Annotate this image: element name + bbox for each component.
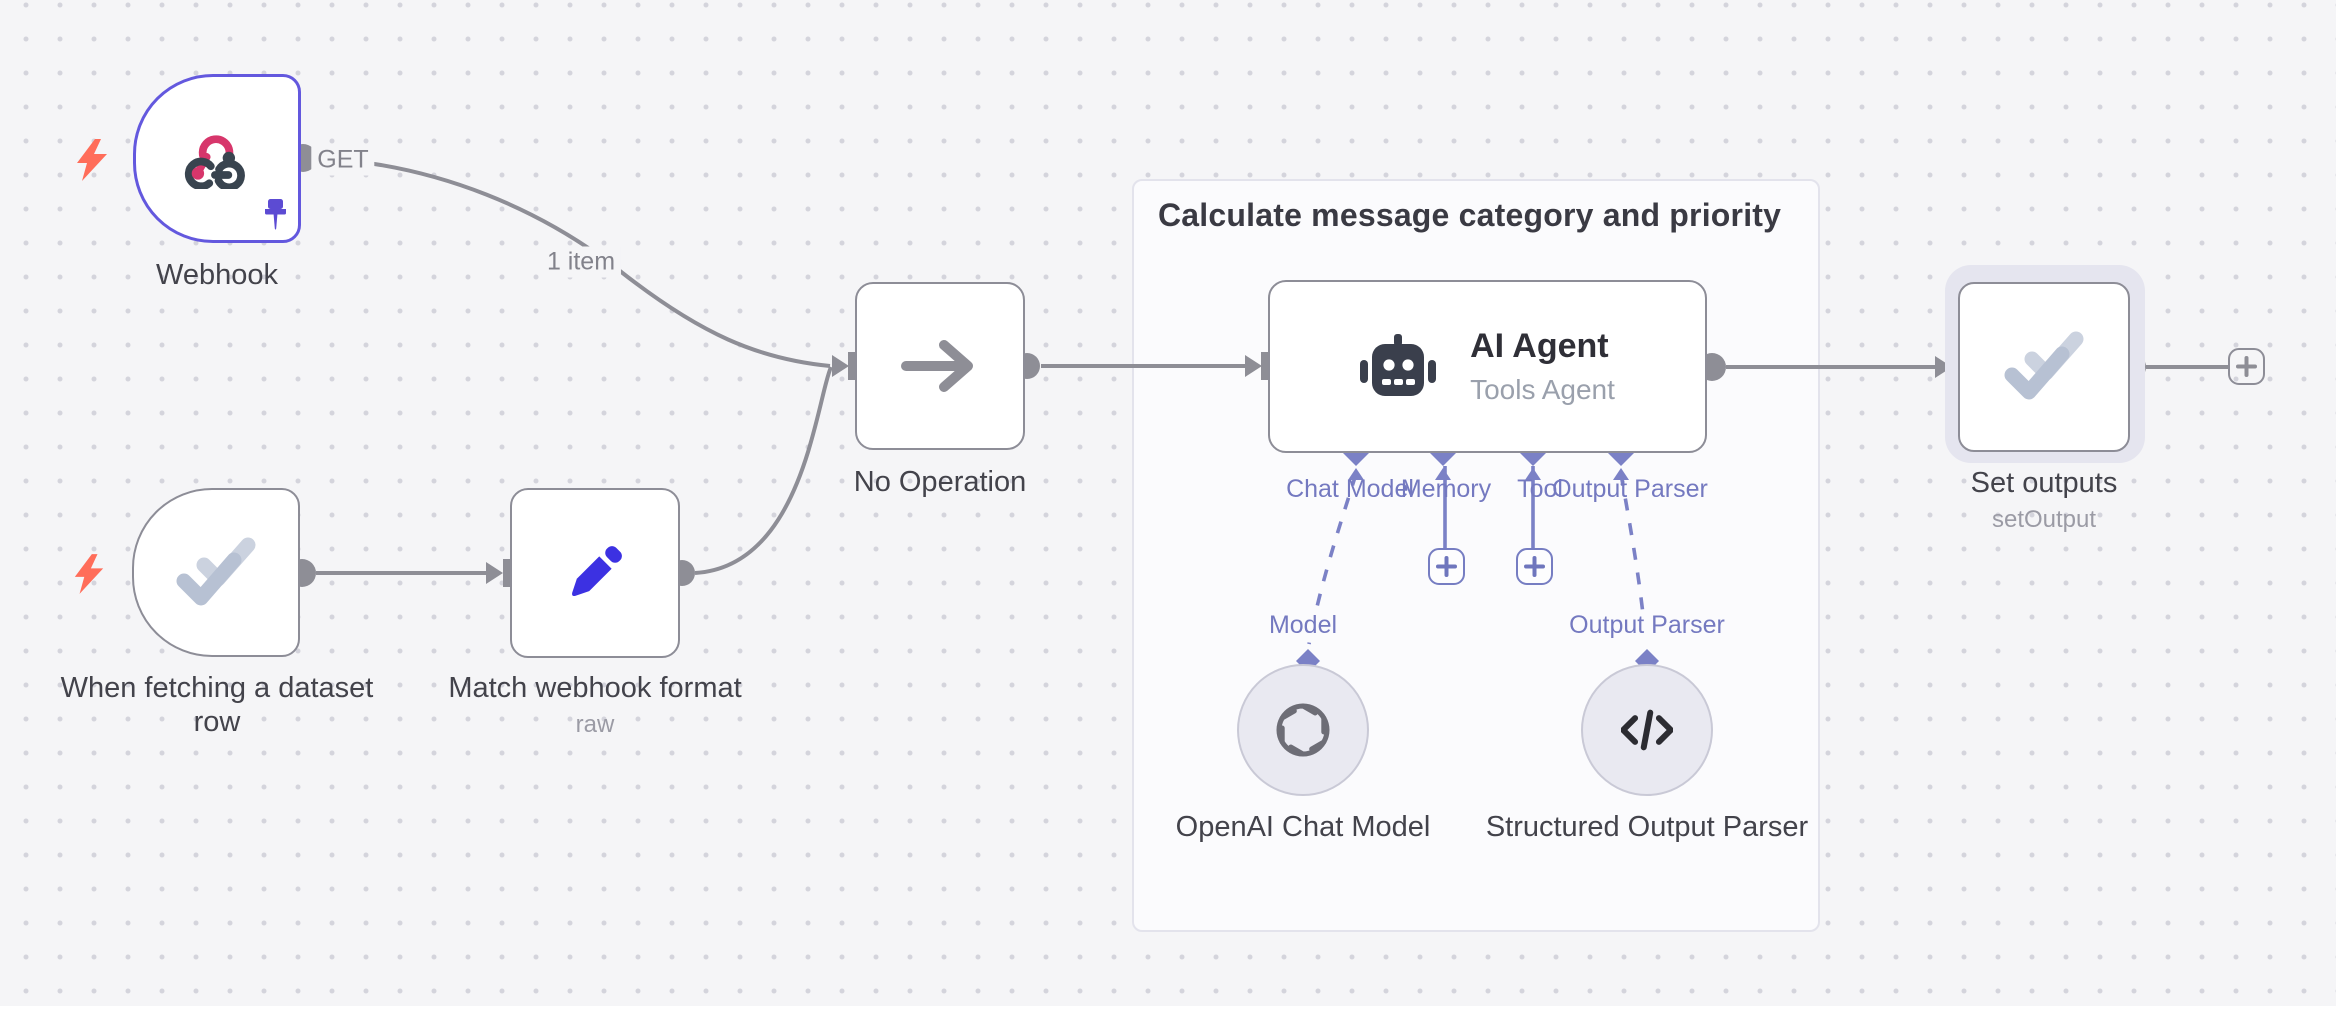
node-openai-model[interactable]: [1237, 664, 1369, 796]
group-title: Calculate message category and priority: [1158, 197, 1782, 233]
add-tool-button[interactable]: [1516, 548, 1553, 585]
double-check-icon: [2004, 331, 2084, 400]
node-label-dataset-trigger: When fetching a dataset row: [60, 672, 374, 739]
node-label-output-parser: Structured Output Parser: [1485, 811, 1809, 843]
wire-label-output-parser: Output Parser: [1565, 611, 1729, 640]
plus-icon: [2236, 356, 2257, 377]
node-match-format[interactable]: [510, 488, 680, 658]
trigger-bolt-icon: [77, 139, 107, 181]
port-label-memory: Memory: [1400, 475, 1492, 503]
webhook-icon: [184, 134, 245, 189]
webhook-method-label: GET: [311, 144, 375, 176]
trigger-bolt-icon: [74, 554, 104, 594]
add-memory-button[interactable]: [1428, 548, 1465, 585]
pencil-icon: [572, 546, 622, 596]
node-output-parser[interactable]: [1581, 664, 1713, 796]
items-count-label: 1 item: [540, 246, 622, 278]
canvas-bottom-edge: [0, 1006, 2336, 1012]
add-node-button[interactable]: [2228, 348, 2265, 385]
double-check-icon: [176, 537, 256, 605]
robot-icon: [1360, 333, 1437, 396]
wire-label-model: Model: [1264, 611, 1342, 640]
node-webhook[interactable]: [133, 74, 301, 243]
match-format-title: Match webhook format: [448, 672, 742, 704]
node-label-match-format: Match webhook format raw: [405, 671, 785, 740]
pin-icon: [265, 199, 286, 230]
node-dataset-trigger[interactable]: [132, 488, 300, 657]
node-label-webhook: Webhook: [156, 259, 278, 291]
input-arrow-noop: [832, 355, 849, 377]
port-label-output-parser: Output Parser: [1552, 475, 1708, 503]
node-label-openai-model: OpenAI Chat Model: [1175, 811, 1431, 843]
port-label-chat-model: Chat Model: [1286, 475, 1414, 503]
ai-agent-subtitle: Tools Agent: [1470, 374, 1615, 405]
set-outputs-subtitle: setOutput: [1991, 506, 2097, 534]
openai-icon: [1276, 703, 1330, 757]
input-arrow-match: [486, 562, 503, 584]
node-ai-agent[interactable]: AI Agent Tools Agent: [1268, 280, 1707, 453]
node-set-outputs[interactable]: [1958, 282, 2130, 452]
arrow-right-icon: [901, 340, 973, 392]
node-label-set-outputs: Set outputs setOutput: [1884, 466, 2204, 535]
ai-agent-title: AI Agent: [1470, 327, 1609, 365]
node-label-noop: No Operation: [853, 466, 1027, 498]
plus-icon: [1436, 556, 1457, 577]
set-outputs-title: Set outputs: [1970, 467, 2118, 499]
plus-icon: [1524, 556, 1545, 577]
code-icon: [1621, 709, 1673, 751]
node-noop[interactable]: [855, 282, 1025, 450]
match-format-subtitle: raw: [575, 711, 615, 739]
